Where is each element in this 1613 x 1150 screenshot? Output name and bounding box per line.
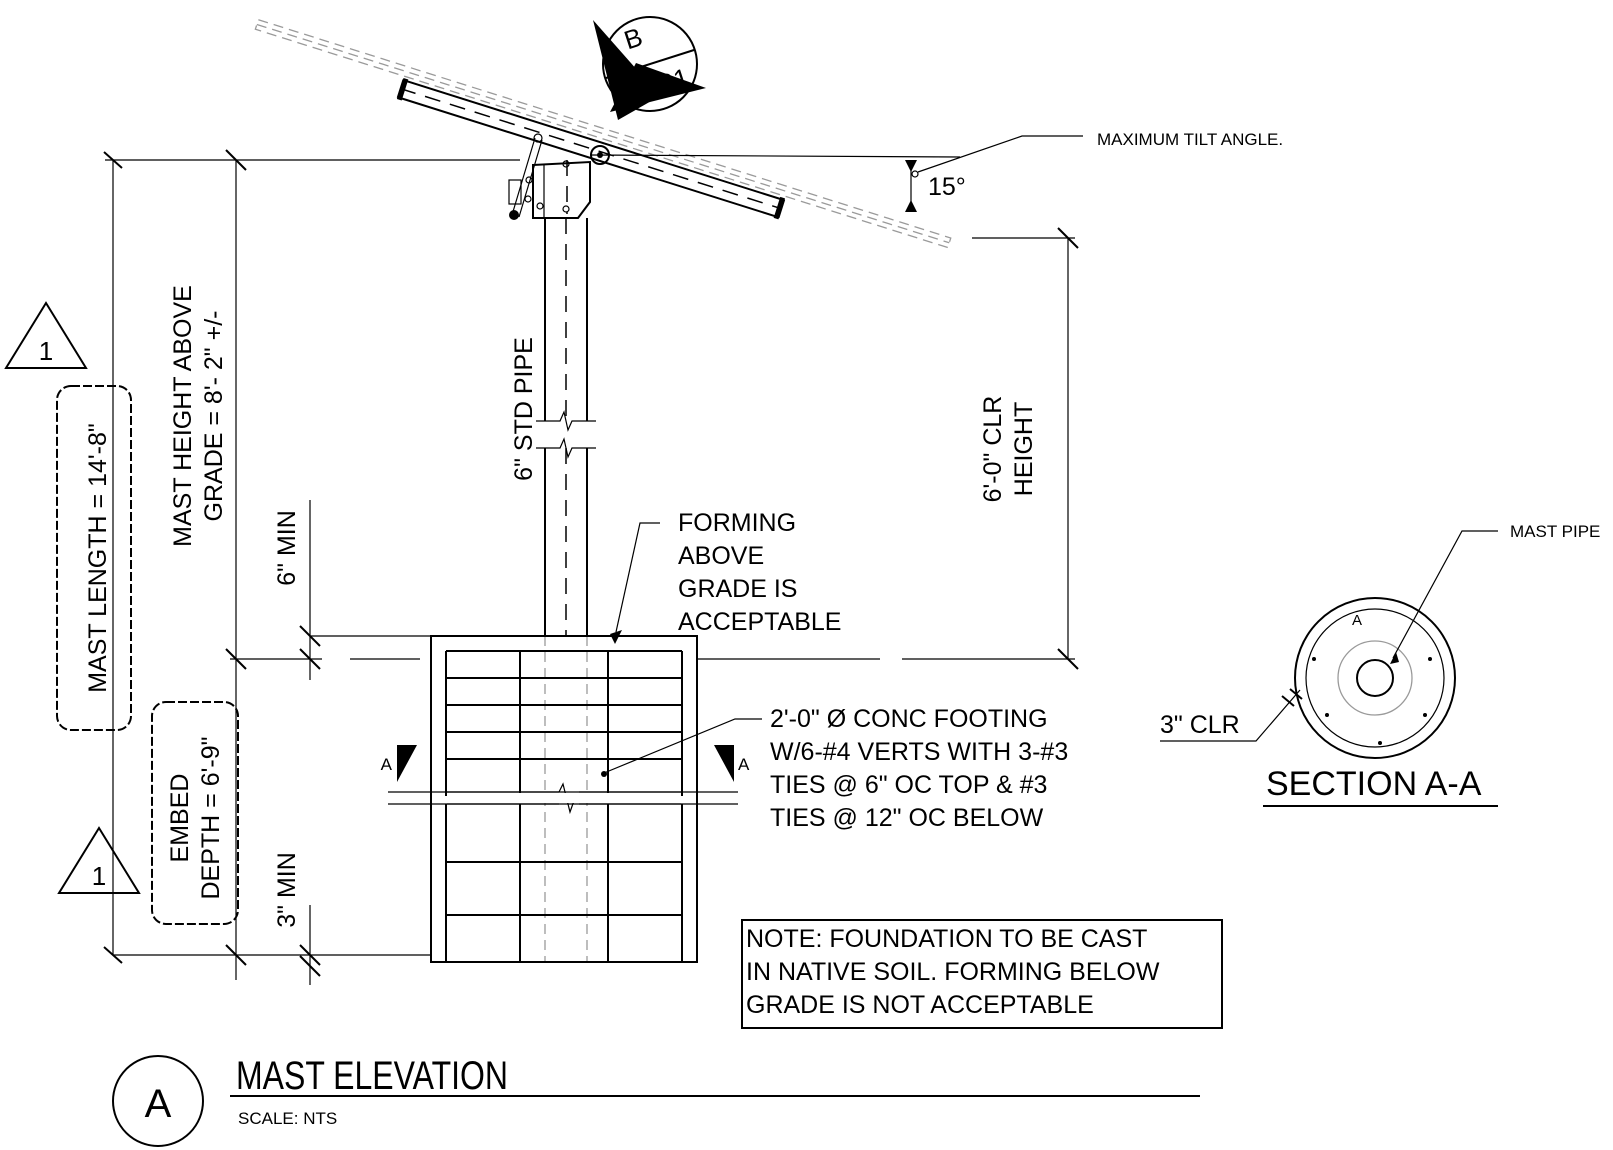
mast-pipe: [536, 218, 596, 962]
svg-text:2'-0" Ø CONC FOOTING: 2'-0" Ø CONC FOOTING: [770, 705, 1048, 733]
svg-text:TIES @ 6" OC TOP & #3: TIES @ 6" OC TOP & #3: [770, 771, 1047, 799]
svg-text:1: 1: [92, 861, 106, 891]
tilt-angle-label: 15°: [928, 173, 966, 201]
svg-text:ACCEPTABLE: ACCEPTABLE: [678, 608, 841, 636]
embed-label-2: DEPTH = 6'-9": [197, 736, 225, 899]
svg-text:1: 1: [39, 336, 53, 366]
dim-three-min: [299, 905, 321, 985]
section-cut-left: A: [381, 745, 417, 782]
mast-height-label-2: GRADE = 8'- 2" +/-: [200, 311, 228, 522]
embed-label-1: EMBED: [166, 774, 194, 863]
clear-height-label-1: 6'-0" CLR: [979, 396, 1007, 503]
solar-panel-rack: [254, 18, 952, 249]
title-block: A MAST ELEVATION SCALE: NTS: [112, 1054, 1200, 1147]
max-tilt-label: MAXIMUM TILT ANGLE.: [1097, 130, 1283, 149]
svg-text:GRADE IS: GRADE IS: [678, 575, 797, 603]
detail-letter: A: [145, 1082, 172, 1126]
concrete-footing: [388, 635, 738, 963]
svg-text:TIES @ 12" OC BELOW: TIES @ 12" OC BELOW: [770, 804, 1044, 832]
revision-cloud-mast-length: [56, 385, 132, 731]
rebar-mark: A: [1352, 612, 1362, 629]
dim-six-min: [299, 500, 321, 680]
svg-text:W/6-#4 VERTS WITH 3-#3: W/6-#4 VERTS WITH 3-#3: [770, 738, 1068, 766]
svg-text:A: A: [738, 755, 750, 774]
callout-marker: B S101: [593, 16, 706, 120]
dim-embed: [225, 659, 247, 980]
scale-label: SCALE: NTS: [238, 1109, 337, 1128]
revision-triangle-bottom: 1: [57, 826, 141, 894]
section-a-a: A MAST PIPE 3" CLR SECTION A-A: [1160, 522, 1600, 807]
mast-length-label: MAST LENGTH = 14'-8": [84, 423, 112, 693]
mast-height-label-1: MAST HEIGHT ABOVE: [169, 285, 197, 547]
clear-height-label-2: HEIGHT: [1010, 402, 1038, 496]
revision-triangle-icon: [57, 826, 141, 894]
mast-pipe-circle-icon: [1356, 659, 1394, 697]
svg-text:FORMING: FORMING: [678, 509, 796, 537]
svg-text:GRADE IS NOT ACCEPTABLE: GRADE IS NOT ACCEPTABLE: [746, 991, 1094, 1019]
svg-text:A: A: [381, 755, 393, 774]
dim-mast-length: [103, 151, 520, 964]
revision-triangle-icon: [4, 301, 88, 369]
dim-clear-height: [972, 227, 1079, 670]
dim-tilt-angle: [589, 135, 1083, 212]
callout-arrow-bottom-icon: [610, 63, 706, 112]
forming-note: FORMING ABOVE GRADE IS ACCEPTABLE: [610, 509, 841, 644]
svg-text:ABOVE: ABOVE: [678, 542, 764, 570]
callout-letter: B: [620, 21, 646, 55]
clearance-label: 3" CLR: [1160, 711, 1240, 739]
svg-text:NOTE: FOUNDATION TO BE CAST: NOTE: FOUNDATION TO BE CAST: [746, 925, 1147, 953]
three-min-label: 3" MIN: [273, 852, 301, 928]
revision-cloud-embed: [151, 701, 239, 925]
grade-line: [113, 635, 1075, 956]
drawing-title: MAST ELEVATION: [236, 1054, 508, 1098]
mast-pipe-label: MAST PIPE: [1510, 522, 1600, 541]
section-cut-right: A: [714, 745, 750, 782]
six-min-label: 6" MIN: [273, 510, 301, 586]
revision-triangle-top: 1: [4, 301, 88, 369]
dim-mast-height: [225, 149, 247, 670]
svg-text:IN NATIVE SOIL. FORMING BELOW: IN NATIVE SOIL. FORMING BELOW: [746, 958, 1160, 986]
pipe-size-label: 6" STD PIPE: [510, 337, 538, 481]
foundation-note-box: NOTE: FOUNDATION TO BE CAST IN NATIVE SO…: [741, 919, 1223, 1029]
section-title: SECTION A-A: [1266, 765, 1482, 803]
footing-note: 2'-0" Ø CONC FOOTING W/6-#4 VERTS WITH 3…: [601, 705, 1068, 832]
